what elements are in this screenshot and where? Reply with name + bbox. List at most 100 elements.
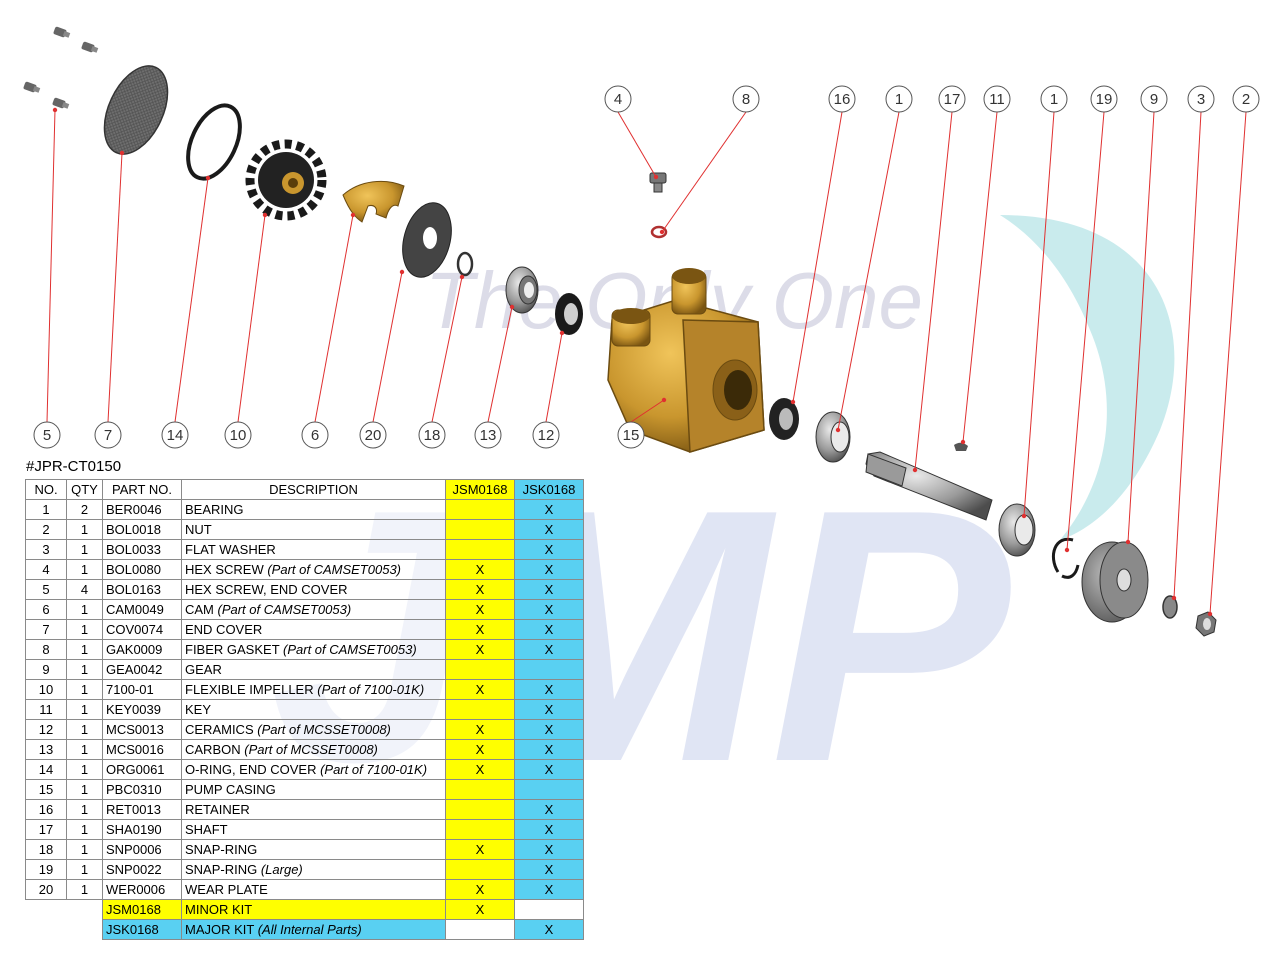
cell-qty: 1 <box>66 859 103 880</box>
cell-description: HEX SCREW (Part of CAMSET0053) <box>181 559 446 580</box>
callout-circle <box>732 85 760 113</box>
description-text: CERAMICS <box>185 722 258 737</box>
callout-number: 2 <box>1242 91 1250 108</box>
cell-qty: 4 <box>66 579 103 600</box>
cell-description: MAJOR KIT (All Internal Parts) <box>181 919 446 940</box>
cell-jsm0168: X <box>445 639 515 660</box>
cell-part-no: SNP0022 <box>102 859 182 880</box>
cell-jsk0168: X <box>514 839 584 860</box>
part-7-end-cover <box>103 65 169 155</box>
cell-part-no: MCS0016 <box>102 739 182 760</box>
cell-jsm0168: X <box>445 719 515 740</box>
description-text: END COVER <box>185 622 263 637</box>
leader-line <box>630 399 665 423</box>
cell-jsm0168 <box>445 799 515 820</box>
description-text: SNAP-RING <box>185 842 258 857</box>
cell-jsk0168: X <box>514 739 584 760</box>
cell-part-no: PBC0310 <box>102 779 182 800</box>
cell-jsm0168: X <box>445 839 515 860</box>
callout-number: 1 <box>1050 91 1058 108</box>
callout-number: 1 <box>895 91 903 108</box>
leader-line <box>661 111 747 233</box>
cell-jsm0168: X <box>445 739 515 760</box>
callout-number: 10 <box>230 427 247 444</box>
callout-circle <box>938 85 966 113</box>
cell-jsm0168: X <box>445 619 515 640</box>
cell-jsm0168 <box>445 859 515 880</box>
leader-arrowhead <box>659 229 665 235</box>
leader-line <box>314 214 354 423</box>
part-14-o-ring <box>186 103 242 181</box>
cell-qty: 1 <box>66 719 103 740</box>
leader-line <box>1209 111 1247 615</box>
cell-jsk0168: X <box>514 519 584 540</box>
cell-description: CARBON (Part of MCSSET0008) <box>181 739 446 760</box>
callout-number: 6 <box>311 427 319 444</box>
cell-description: WEAR PLATE <box>181 879 446 900</box>
cell-qty: 1 <box>66 799 103 820</box>
cell-jsk0168: X <box>514 579 584 600</box>
description-note: (All Internal Parts) <box>257 922 362 937</box>
description-text: RETAINER <box>185 802 250 817</box>
cell-description: FIBER GASKET (Part of CAMSET0053) <box>181 639 446 660</box>
cell-description: END COVER <box>181 619 446 640</box>
part-16-retainer <box>769 398 799 440</box>
part-5-hex-screws <box>23 26 99 109</box>
cell-description: PUMP CASING <box>181 779 446 800</box>
cell-jsk0168: X <box>514 559 584 580</box>
description-note: (Part of CAMSET0053) <box>267 562 401 577</box>
leader-line <box>237 214 266 423</box>
callout-bubble: 20 <box>359 421 387 449</box>
cell-part-no: GAK0009 <box>102 639 182 660</box>
cell-no: 18 <box>25 839 67 860</box>
leader-line <box>174 177 209 423</box>
cell-kit-part-no: JSM0168 <box>102 899 182 920</box>
cell-no: 7 <box>25 619 67 640</box>
cell-jsm0168: X <box>445 879 515 900</box>
part-3-flat-washer <box>1162 595 1178 619</box>
header-part-no: PART NO. <box>102 479 182 500</box>
callout-number: 18 <box>424 427 441 444</box>
cell-part-no: ORG0061 <box>102 759 182 780</box>
description-text: GEAR <box>185 662 222 677</box>
callout-circle <box>885 85 913 113</box>
cell-description: RETAINER <box>181 799 446 820</box>
cell-no: 1 <box>25 499 67 520</box>
callout-bubble: 9 <box>1140 85 1168 113</box>
part-12-ceramics <box>555 293 583 335</box>
cell-qty: 1 <box>66 839 103 860</box>
cell-description: SHAFT <box>181 819 446 840</box>
cell-no: 14 <box>25 759 67 780</box>
description-note: (Large) <box>260 862 303 877</box>
cell-jsk0168: X <box>514 879 584 900</box>
leader-arrowhead <box>262 212 268 218</box>
leader-lines <box>46 107 1247 617</box>
cell-blank <box>67 920 103 940</box>
callout-bubble: 15 <box>617 421 645 449</box>
cell-qty: 1 <box>66 759 103 780</box>
cell-description: BEARING <box>181 499 446 520</box>
cell-no: 20 <box>25 879 67 900</box>
cell-description: MINOR KIT <box>181 899 446 920</box>
cell-description: CAM (Part of CAMSET0053) <box>181 599 446 620</box>
cell-part-no: BOL0018 <box>102 519 182 540</box>
parts-drawings <box>23 26 1217 637</box>
description-text: MINOR KIT <box>185 902 253 917</box>
callout-number: 11 <box>989 91 1005 108</box>
leader-arrowhead <box>119 150 125 156</box>
description-text: FIBER GASKET <box>185 642 284 657</box>
callout-number: 13 <box>480 427 497 444</box>
leader-arrowhead <box>1171 595 1177 601</box>
model-number: #JPR-CT0150 <box>26 458 122 475</box>
cell-qty: 1 <box>66 779 103 800</box>
callout-circle <box>1140 85 1168 113</box>
cell-qty: 1 <box>66 879 103 900</box>
